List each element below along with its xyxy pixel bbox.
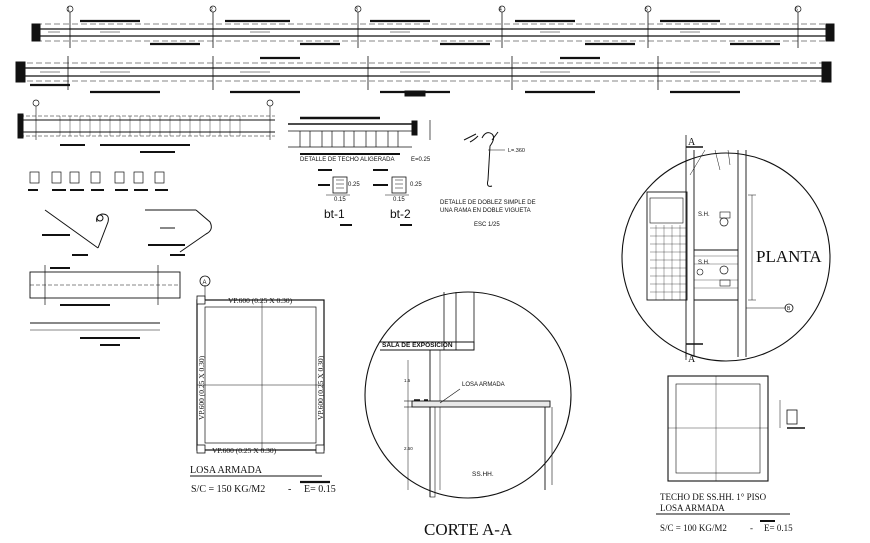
axis-label-5: 5 (645, 7, 648, 13)
planta-cut-top: A (688, 137, 696, 148)
bt1-dim-025: 0.25 (348, 182, 360, 188)
losa-left-load: S/C = 150 KG/M2 (191, 484, 265, 495)
doblez-length-label: L=.360 (508, 148, 525, 154)
doblez-caption-line2: UNA RAMA EN DOBLE VIGUETA (440, 208, 531, 214)
losa-left-dash: - (288, 484, 291, 495)
losa-right-e: E= 0.15 (764, 523, 793, 533)
losa-left-beam-right: VP.600 (0.25 X 0.30) (316, 355, 325, 420)
planta-title: PLANTA (756, 247, 822, 266)
planta-circle (621, 135, 831, 362)
losa-left-beam-left: VP.600 (0.25 X 0.30) (197, 355, 206, 420)
axis-label-4: 4 (499, 7, 502, 13)
corte-title: CORTE A-A (424, 520, 513, 539)
short-beam-elevation (17, 99, 275, 153)
axis-label-1: 1 (67, 7, 70, 13)
techo-aligerado-section (288, 116, 431, 155)
techo-detail-e: E=0.25 (411, 157, 431, 163)
bt1-dim-015: 0.15 (334, 197, 346, 203)
corte-losa-label: LOSA ARMADA (462, 382, 505, 388)
hook-details (42, 209, 212, 256)
losa-right-title1: TECHO DE SS.HH. 1° PISO (660, 492, 767, 502)
doblez-caption-line3: ESC 1/25 (474, 222, 500, 228)
losa-left-beam-bottom: VP.600 (0.25 X 0.30) (212, 446, 277, 455)
corte-room-label: SALA DE EXPOSICION (382, 342, 453, 349)
losa-right-title2: LOSA ARMADA (660, 503, 725, 513)
doblez-hook (463, 131, 505, 187)
corte-dim-a: 1.5 (404, 378, 411, 383)
corte-dim-b: 2.50 (404, 446, 413, 451)
corte-ss-label: SS.HH. (472, 471, 494, 478)
corte-circle (364, 291, 572, 499)
losa-right-load: S/C = 100 KG/M2 (660, 523, 727, 533)
bt-sections (318, 169, 409, 196)
losa-left-beam-top: VP.600 (0.25 X 0.30) (228, 296, 293, 305)
beam-elevation-middle (15, 56, 832, 97)
losa-left-plan (196, 275, 325, 454)
losa-right-plan (667, 375, 805, 482)
axis-label-6: 6 (795, 7, 798, 13)
losa-left-title: LOSA ARMADA (190, 465, 263, 476)
beam-sections (28, 171, 168, 191)
planta-room-sh-1: S.H. (698, 212, 710, 218)
planta-cut-bottom: A (688, 354, 696, 365)
losa-left-axis-label: A (203, 280, 207, 286)
axis-label-2: 2 (210, 7, 213, 13)
bt2-dim-025: 0.25 (410, 182, 422, 188)
beam-detail-lower (29, 265, 181, 346)
planta-axis-b: B (787, 306, 791, 312)
losa-left-e: E= 0.15 (304, 484, 336, 495)
bt2-dim-015: 0.15 (393, 197, 405, 203)
bt2-label: bt-2 (390, 207, 411, 221)
axis-label-3: 3 (355, 7, 358, 13)
techo-detail-title: DETALLE DE TECHO ALIGERADA (300, 157, 394, 163)
losa-right-dash: - (750, 523, 753, 533)
bt1-label: bt-1 (324, 207, 345, 221)
beam-elevation-top (31, 5, 835, 48)
planta-room-sh-2: S.H. (698, 260, 710, 266)
doblez-caption-line1: DETALLE DE DOBLEZ SIMPLE DE (440, 200, 536, 206)
